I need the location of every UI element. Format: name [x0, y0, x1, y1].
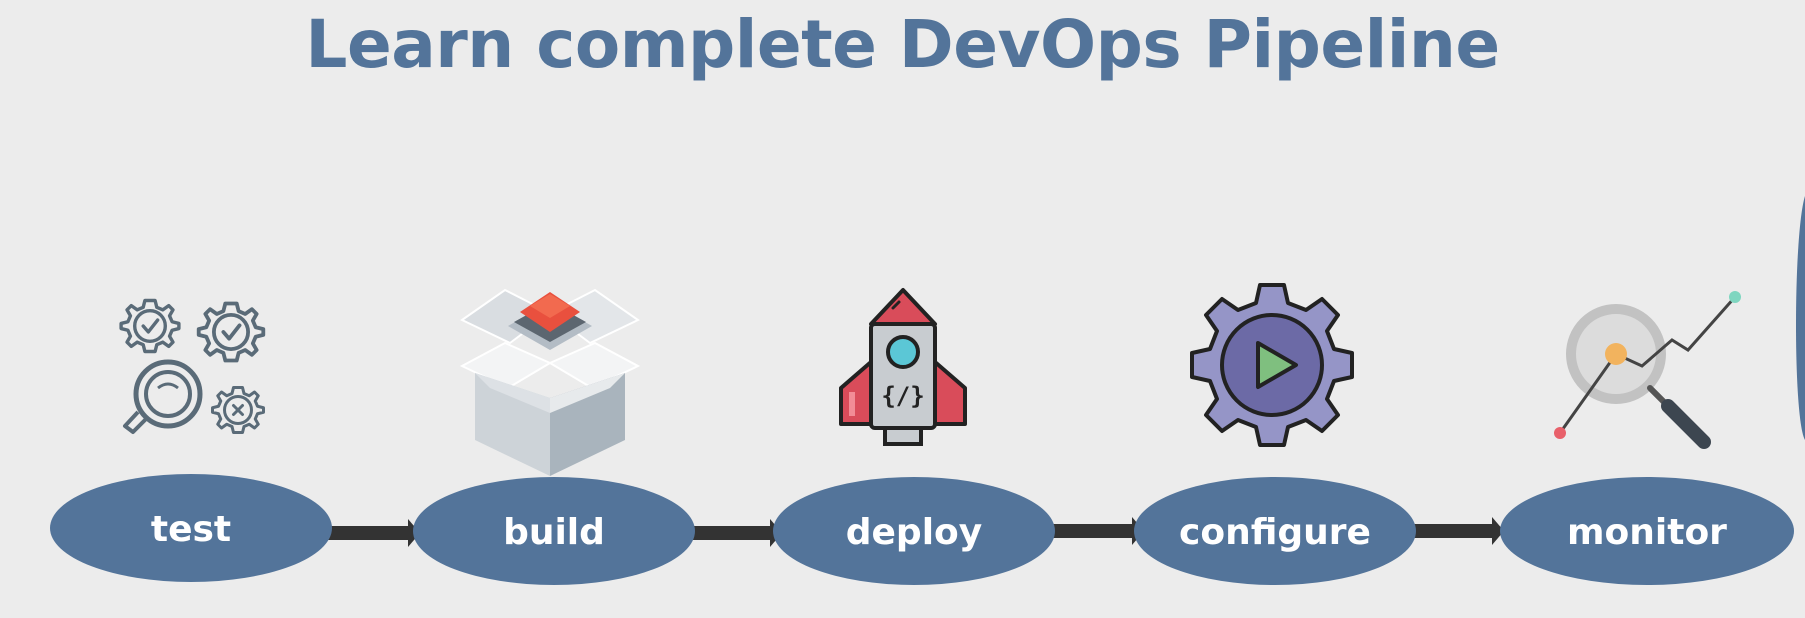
cropped-shape [1796, 196, 1805, 440]
stage-label: build [503, 512, 605, 553]
stage-label: test [151, 509, 231, 550]
stage-node-test: test [50, 474, 332, 582]
analytics-magnifier-icon [1554, 291, 1741, 449]
page-title: Learn complete DevOps Pipeline [305, 6, 1500, 83]
gear-play-icon [1190, 283, 1354, 447]
stage-node-configure: configure [1134, 477, 1416, 585]
gears-magnifier-icon [119, 298, 266, 434]
arrow-3 [1052, 517, 1144, 545]
rocket-code-icon: {/} [839, 288, 967, 446]
stage-node-deploy: deploy [773, 477, 1055, 585]
arrow-4 [1412, 517, 1504, 545]
stage-node-monitor: monitor [1500, 477, 1794, 585]
svg-text:{/}: {/} [881, 382, 924, 410]
arrow-2 [690, 519, 782, 547]
arrow-1 [328, 519, 420, 547]
stage-label: monitor [1567, 512, 1727, 553]
stage-node-build: build [413, 477, 695, 585]
stage-label: configure [1179, 512, 1371, 553]
open-box-icon [459, 288, 641, 476]
stage-label: deploy [846, 512, 983, 553]
